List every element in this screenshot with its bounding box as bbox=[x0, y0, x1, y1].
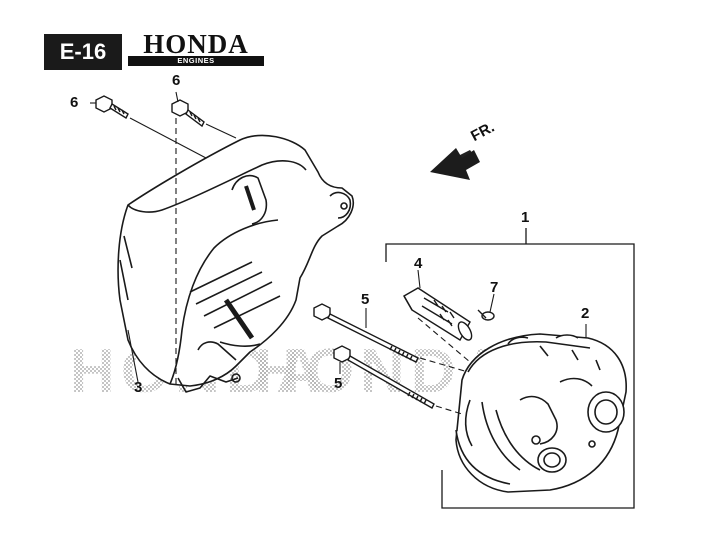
long-bolt-5-lower bbox=[333, 345, 435, 409]
brand-bar bbox=[128, 56, 264, 66]
leader-lines bbox=[90, 91, 587, 415]
assembly-1-bracket bbox=[385, 228, 635, 509]
callout-6-left: 6 bbox=[70, 94, 79, 111]
callout-3: 3 bbox=[134, 379, 143, 396]
bolt-6-left bbox=[95, 95, 129, 120]
callout-7: 7 bbox=[490, 279, 499, 296]
bolt-6-right bbox=[171, 99, 205, 128]
callout-6-right: 6 bbox=[172, 72, 181, 89]
callout-1: 1 bbox=[521, 209, 530, 226]
spark-arrester-4 bbox=[403, 287, 473, 341]
callout-5-upper: 5 bbox=[361, 291, 370, 308]
callout-2: 2 bbox=[581, 305, 590, 322]
front-direction-arrow-icon bbox=[430, 148, 480, 180]
screw-7 bbox=[477, 309, 495, 321]
cover-shroud bbox=[117, 134, 354, 393]
section-code-badge: E-16 bbox=[44, 34, 122, 70]
brand-subtitle: ENGINES bbox=[177, 56, 215, 65]
long-bolt-5-upper bbox=[313, 303, 419, 363]
muffler-2 bbox=[455, 333, 627, 493]
callout-4: 4 bbox=[414, 255, 423, 272]
callout-5-lower: 5 bbox=[334, 375, 343, 392]
brand-logo: HONDA ENGINES bbox=[128, 30, 264, 66]
brand-name: HONDA bbox=[143, 29, 249, 59]
